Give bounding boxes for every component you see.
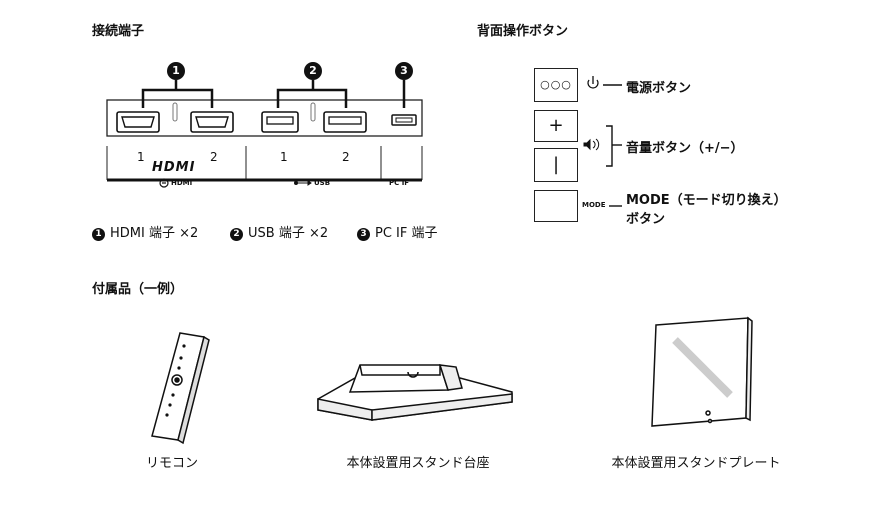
- plate-caption: 本体設置用スタンドプレート: [611, 456, 781, 471]
- usb-num-2: 2: [342, 150, 350, 164]
- legend-num-1: 1: [92, 228, 105, 241]
- usb-port-2: [323, 111, 367, 133]
- volume-plus-button[interactable]: +: [534, 110, 578, 142]
- remote-illustration: [151, 332, 210, 445]
- mode-button[interactable]: [534, 190, 578, 222]
- pcif-tag: PC IF: [389, 179, 410, 187]
- connectors-title: 接続端子: [92, 24, 145, 39]
- hdmi-port-2: [190, 111, 234, 133]
- plate-illustration: [651, 316, 753, 427]
- mode-label-line2: ボタン: [626, 212, 666, 227]
- accessories-title: 付属品（一例）: [92, 282, 184, 297]
- marker-3: 3: [395, 62, 413, 80]
- hdmi-logo: HDMI: [152, 160, 196, 175]
- hdmi-tag: HDMI: [171, 179, 193, 187]
- legend-item-pcif: 3 PC IF 端子: [357, 222, 438, 241]
- usb-symbol: [294, 180, 312, 186]
- volume-minus-button[interactable]: |: [534, 148, 578, 182]
- usb-port-1: [261, 111, 299, 133]
- marker-1: 1: [167, 62, 185, 80]
- legend-text-3: PC IF 端子: [375, 226, 438, 241]
- hdmi-port-1: [116, 111, 160, 133]
- mode-small-label: MODE: [582, 201, 606, 209]
- pcif-port: [391, 114, 417, 126]
- volume-label: 音量ボタン（+/−）: [626, 141, 744, 156]
- mode-label-line1: MODE（モード切り換え）: [626, 193, 787, 208]
- legend-num-3: 3: [357, 228, 370, 241]
- power-icon: [587, 76, 599, 89]
- marker-2: 2: [304, 62, 322, 80]
- usb-tag: USB: [314, 179, 331, 187]
- legend-text-1: HDMI 端子 ×2: [110, 226, 199, 241]
- legend-item-hdmi: 1 HDMI 端子 ×2: [92, 222, 198, 241]
- stand-caption: 本体設置用スタンド台座: [346, 456, 490, 471]
- hdmi-num-1: 1: [137, 150, 145, 164]
- usb-num-1: 1: [280, 150, 288, 164]
- buttons-title: 背面操作ボタン: [477, 24, 569, 39]
- hdmi-arrow-symbol: [159, 178, 169, 188]
- legend-item-usb: 2 USB 端子 ×2: [230, 222, 328, 241]
- power-label: 電源ボタン: [626, 81, 692, 96]
- legend-text-2: USB 端子 ×2: [248, 226, 329, 241]
- legend-num-2: 2: [230, 228, 243, 241]
- power-button[interactable]: ○○○: [534, 68, 578, 102]
- remote-caption: リモコン: [145, 456, 198, 471]
- speaker-icon: [583, 138, 600, 151]
- stand-illustration: [317, 364, 513, 421]
- hdmi-num-2: 2: [210, 150, 218, 164]
